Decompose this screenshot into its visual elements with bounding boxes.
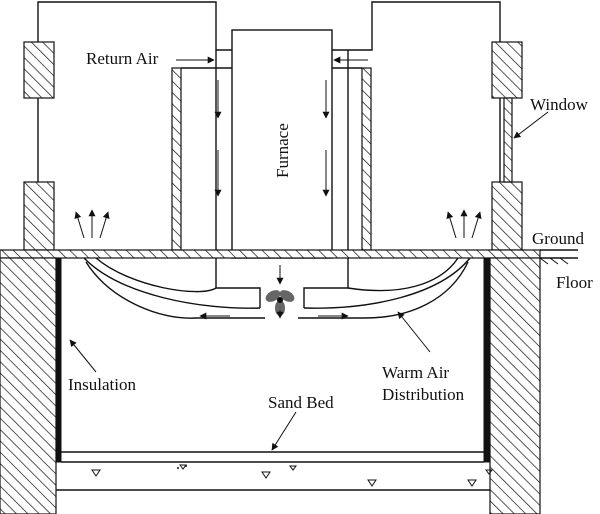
ground-ticks bbox=[539, 257, 569, 265]
warm-air-label-line2: Distribution bbox=[382, 385, 465, 404]
return-air-ducts bbox=[171, 50, 372, 251]
furnace-label: Furnace bbox=[273, 123, 292, 178]
airflow-arrows bbox=[74, 80, 482, 320]
return-air-label: Return Air bbox=[86, 49, 159, 68]
floor-label: Floor bbox=[556, 273, 593, 292]
foundation-walls bbox=[0, 257, 541, 514]
upper-wall-piers bbox=[23, 41, 523, 251]
insulation-strips bbox=[55, 257, 490, 463]
window-pane bbox=[503, 97, 513, 183]
warm-air-label-line1: Warm Air bbox=[382, 363, 449, 382]
furnace-plenum bbox=[215, 250, 349, 308]
house-outline bbox=[37, 1, 501, 182]
window-label: Window bbox=[530, 95, 589, 114]
sand-bed-label: Sand Bed bbox=[268, 393, 334, 412]
ground-slab bbox=[0, 249, 578, 259]
label-leaders bbox=[69, 111, 549, 451]
floor-slab bbox=[56, 451, 493, 491]
ground-label: Ground bbox=[532, 229, 584, 248]
insulation-label: Insulation bbox=[68, 375, 136, 394]
warm-air-duct bbox=[83, 257, 471, 319]
